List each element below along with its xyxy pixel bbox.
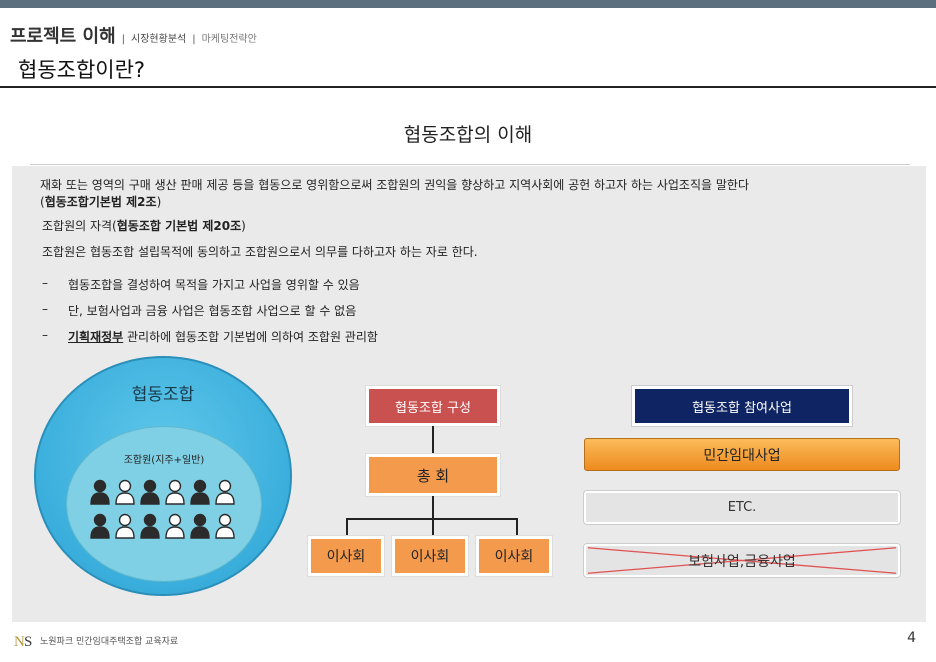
header-divider: [0, 86, 936, 88]
breadcrumb-item-market: 시장현황분석: [131, 34, 187, 45]
definition-text: 재화 또는 영역의 구매 생산 판매 제공 등을 협동으로 영위함으로써 조합원…: [40, 178, 749, 192]
footer-org-text: 노원파크 민간임대주택조합 교육자료: [40, 636, 179, 647]
cooperative-circle-label: 협동조합: [131, 385, 195, 405]
qualification-text: 조합원의 자격(협동조합 기본법 제20조): [42, 217, 246, 234]
general-assembly-box: 총 회: [366, 454, 500, 496]
person-male-icon: [190, 513, 210, 539]
org-connector-line: [432, 426, 434, 454]
qualification-prefix: 조합원의 자격(: [42, 219, 117, 233]
org-connector-line: [432, 496, 434, 518]
bullet-dash: –: [42, 328, 48, 342]
breadcrumb-item-marketing: 마케팅전략안: [201, 34, 257, 45]
person-male-icon: [140, 479, 160, 505]
org-structure-header: 협동조합 구성: [366, 386, 500, 426]
law-ref-bold: 협동조합기본법 제2조: [44, 195, 157, 209]
ministry-name: 기획재정부: [68, 330, 124, 344]
bullet-item-3-rest: 관리하에 협동조합 기본법에 의하여 조합원 관리함: [123, 330, 378, 344]
svg-text:N: N: [14, 634, 25, 648]
bullet-dash: –: [42, 276, 48, 290]
breadcrumb-separator: |: [121, 34, 126, 45]
bullet-item-3: 기획재정부 관리하에 협동조합 기본법에 의하여 조합원 관리함: [68, 328, 378, 345]
strike-cross-icon: [587, 547, 897, 574]
board-box-1: 이사회: [308, 536, 384, 576]
bullet-item-2: 단, 보험사업과 금융 사업은 협동조합 사업으로 할 수 없음: [68, 304, 357, 318]
person-female-icon: [165, 513, 185, 539]
members-circle-label: 조합원(지주+일반): [123, 455, 205, 466]
bullet-dash: –: [42, 302, 48, 316]
person-female-icon: [215, 479, 235, 505]
person-female-icon: [115, 479, 135, 505]
person-male-icon: [90, 513, 110, 539]
org-connector-line: [346, 518, 348, 538]
bullet-item-1: 협동조합을 결성하여 목적을 가지고 사업을 영위할 수 있음: [68, 278, 360, 292]
person-female-icon: [165, 479, 185, 505]
top-accent-bar: [0, 0, 936, 8]
footer: N S 노원파크 민간임대주택조합 교육자료: [14, 632, 178, 648]
section-title: 협동조합의 이해: [403, 124, 533, 146]
participation-insurance-label: 보험사업,금융사업: [688, 553, 796, 570]
participation-private-rental: 민간임대사업: [584, 438, 900, 471]
participation-header: 협동조합 참여사업: [632, 386, 852, 426]
person-male-icon: [140, 513, 160, 539]
paren-close: ): [156, 195, 162, 209]
person-female-icon: [215, 513, 235, 539]
qualification-suffix: ): [241, 219, 246, 233]
board-box-3: 이사회: [476, 536, 552, 576]
section-divider: [30, 164, 910, 165]
breadcrumb: 프로젝트 이해 | 시장현황분석 | 마케팅전략안: [10, 22, 257, 48]
breadcrumb-section: 프로젝트 이해: [10, 26, 116, 47]
member-icons-group: [89, 479, 243, 539]
member-description: 조합원은 협동조합 설립목적에 동의하고 조합원으로서 의무를 다하고자 하는 …: [42, 245, 478, 259]
definition-law-ref: (협동조합기본법 제2조): [40, 193, 161, 210]
org-connector-line: [516, 518, 518, 538]
paren-open: (: [40, 195, 45, 209]
page-title: 협동조합이란?: [18, 58, 146, 82]
page-number: 4: [907, 630, 916, 646]
person-male-icon: [190, 479, 210, 505]
participation-etc: ETC.: [584, 491, 900, 524]
board-box-2: 이사회: [392, 536, 468, 576]
org-connector-line: [432, 518, 434, 538]
svg-text:S: S: [24, 634, 32, 648]
participation-insurance-excluded: 보험사업,금융사업: [584, 544, 900, 577]
qualification-law-bold: 협동조합 기본법 제20조: [116, 219, 242, 233]
person-female-icon: [115, 513, 135, 539]
company-logo-icon: N S: [14, 634, 32, 648]
members-circle: 조합원(지주+일반): [66, 426, 262, 582]
cooperative-circle: 협동조합 조합원(지주+일반): [34, 356, 292, 596]
breadcrumb-separator: |: [192, 34, 196, 45]
person-male-icon: [90, 479, 110, 505]
